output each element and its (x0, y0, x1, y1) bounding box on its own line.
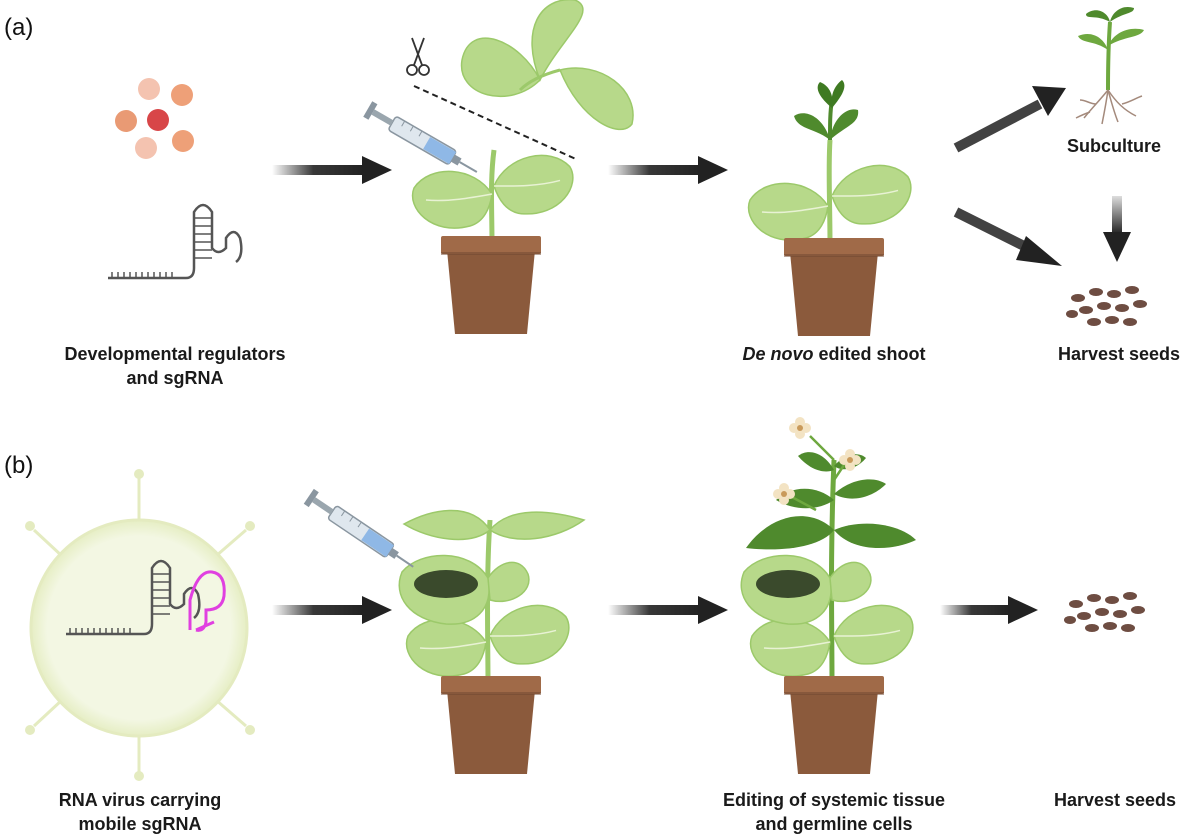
arrow-to-harvest-a (953, 207, 1062, 266)
arrow-a2 (608, 156, 728, 184)
syringe-icon-b (302, 487, 420, 576)
systemic-editing-line2: and germline cells (755, 814, 913, 834)
sgrna-icon (106, 203, 243, 280)
reagents-label-line1: Developmental regulators (64, 344, 286, 364)
panel-a-label: (a) (4, 14, 34, 41)
arrow-to-subculture (953, 86, 1066, 153)
cut-top-foliage (460, 0, 634, 130)
arrow-b1 (272, 596, 392, 624)
plant-virus-infiltrated (302, 487, 586, 774)
pot (441, 236, 541, 334)
arrow-a1 (272, 156, 392, 184)
harvest-seeds-label-b: Harvest seeds (1053, 790, 1177, 810)
plant-decapitated (362, 0, 634, 334)
arrow-b3 (940, 596, 1038, 624)
plant-de-novo-shoot (747, 80, 917, 336)
virus-label-line1: RNA virus carrying (58, 790, 222, 810)
panel-b-label: (b) (4, 452, 34, 479)
systemic-editing-label: Editing of systemic tissue and germline … (694, 788, 974, 836)
flower-icon (789, 417, 811, 439)
de-novo-italic: De novo (742, 344, 814, 364)
scissors-icon (406, 37, 430, 76)
arrow-subculture-to-harvest (1103, 196, 1131, 262)
harvest-seeds-label-a: Harvest seeds (1057, 344, 1181, 364)
seeds-b (1064, 592, 1145, 632)
plant-systemic-editing (740, 417, 919, 774)
subculture-label: Subculture (1066, 136, 1161, 156)
de-novo-rest: edited shoot (813, 344, 926, 364)
de-novo-shoot-label: De novo edited shoot (714, 342, 954, 366)
virus-label: RNA virus carrying mobile sgRNA (40, 788, 240, 836)
systemic-editing-line1: Editing of systemic tissue (722, 790, 946, 810)
arrow-b2 (608, 596, 728, 624)
infiltration-spot (414, 570, 478, 598)
developmental-regulators-icon (115, 78, 194, 159)
rna-virus-icon (25, 469, 255, 781)
subculture-plantlet (1075, 6, 1144, 125)
seeds-a (1066, 286, 1147, 326)
reagents-label-line2: and sgRNA (126, 368, 224, 388)
virus-label-line2: mobile sgRNA (78, 814, 202, 834)
reagents-label: Developmental regulators and sgRNA (36, 342, 314, 390)
